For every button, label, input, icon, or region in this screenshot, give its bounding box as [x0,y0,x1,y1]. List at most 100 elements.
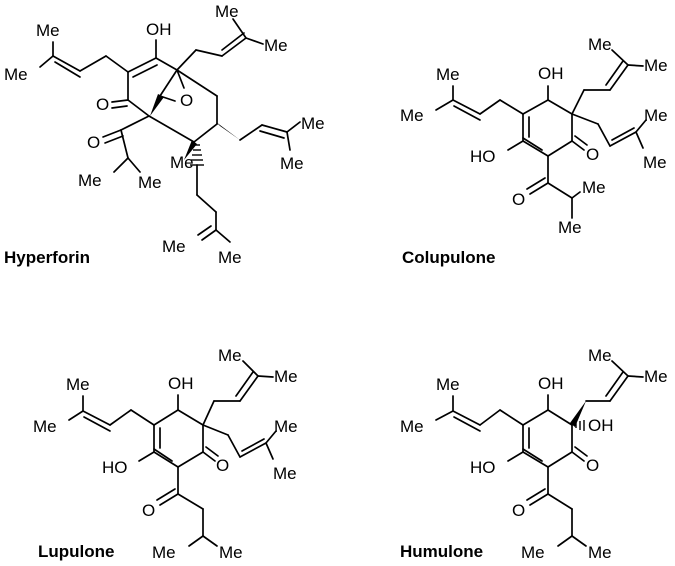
wedge-bond [184,140,197,160]
bond [159,493,179,506]
compound-name: Humulone [400,542,483,561]
label-ho: HO [470,458,496,477]
bond [54,61,81,78]
bond [176,69,185,89]
bond [265,430,277,444]
bond [39,55,54,68]
label-ho: HO [470,147,496,166]
bond [202,451,216,462]
structure-colupulone: Me Me OH HO O O Me Me [400,35,668,267]
bond [605,371,624,397]
label-me: Me [436,65,460,84]
bond [155,57,178,71]
bond [153,448,173,462]
bond [571,89,585,115]
bond [286,131,291,151]
bond [188,535,204,547]
label-me: Me [301,114,325,133]
bond [193,123,218,143]
structure-hyperforin: Me Me OH O O [4,2,325,267]
bond [435,99,454,111]
label-me: Me [274,417,298,436]
wedge-bond [570,401,586,427]
bond [526,488,546,501]
label-o: O [586,145,599,164]
compound-name: Colupulone [402,248,495,267]
label-me: Me [219,543,243,562]
bond [611,127,635,141]
bond [104,135,124,144]
bond [259,130,285,139]
bond [522,409,549,426]
label-ho: HO [102,458,128,477]
bond [571,140,585,151]
bond [120,115,150,131]
wedge-bond [150,94,164,116]
bond [522,137,543,151]
label-me: Me [4,65,28,84]
bond [609,64,629,91]
bond [522,448,543,462]
bond [148,115,195,143]
bond [499,99,524,115]
bond [127,99,150,117]
bond [235,371,254,397]
bond [479,99,501,115]
bond [68,410,84,421]
bond [452,410,481,426]
bond [138,451,155,462]
label-me: Me [152,543,176,562]
bond [627,64,644,67]
label-o: O [512,501,525,520]
bond [245,37,264,45]
label-o: O [180,91,193,110]
bond [522,451,549,468]
bond [547,493,573,510]
label-o: O [96,95,109,114]
bond [221,32,245,51]
bond [499,409,524,426]
bond [609,131,637,147]
label-me: Me [644,106,668,125]
bond [177,451,204,468]
bond [265,442,274,460]
bond [286,121,301,133]
bond [227,434,241,458]
bond [215,229,231,243]
bond [547,451,573,468]
label-o: O [216,456,229,475]
bond [507,451,524,462]
bond [156,488,176,501]
bond [635,131,644,149]
label-me: Me [588,543,612,562]
label-me: Me [280,154,304,173]
bond [239,442,267,458]
bond [547,409,573,426]
label-o: O [87,133,100,152]
bond [102,129,122,138]
label-me: Me [400,106,424,125]
bond [153,409,179,426]
bond [221,37,247,57]
label-me: Me [521,543,545,562]
bond [176,49,197,71]
bond [177,493,204,510]
label-oh: OH [538,64,564,83]
bond [635,119,647,133]
bond [453,416,481,432]
bond [196,194,217,213]
bond [627,375,644,378]
label-o: O [586,456,599,475]
label-me: Me [162,237,186,256]
bond [557,535,573,547]
bond [529,182,549,195]
bond [605,60,624,86]
label-me: Me [644,367,668,386]
bond [201,229,217,241]
bond [574,446,588,457]
bond [611,360,629,377]
label-me: Me [558,218,582,237]
bond [611,49,629,66]
label-me: Me [588,35,612,54]
